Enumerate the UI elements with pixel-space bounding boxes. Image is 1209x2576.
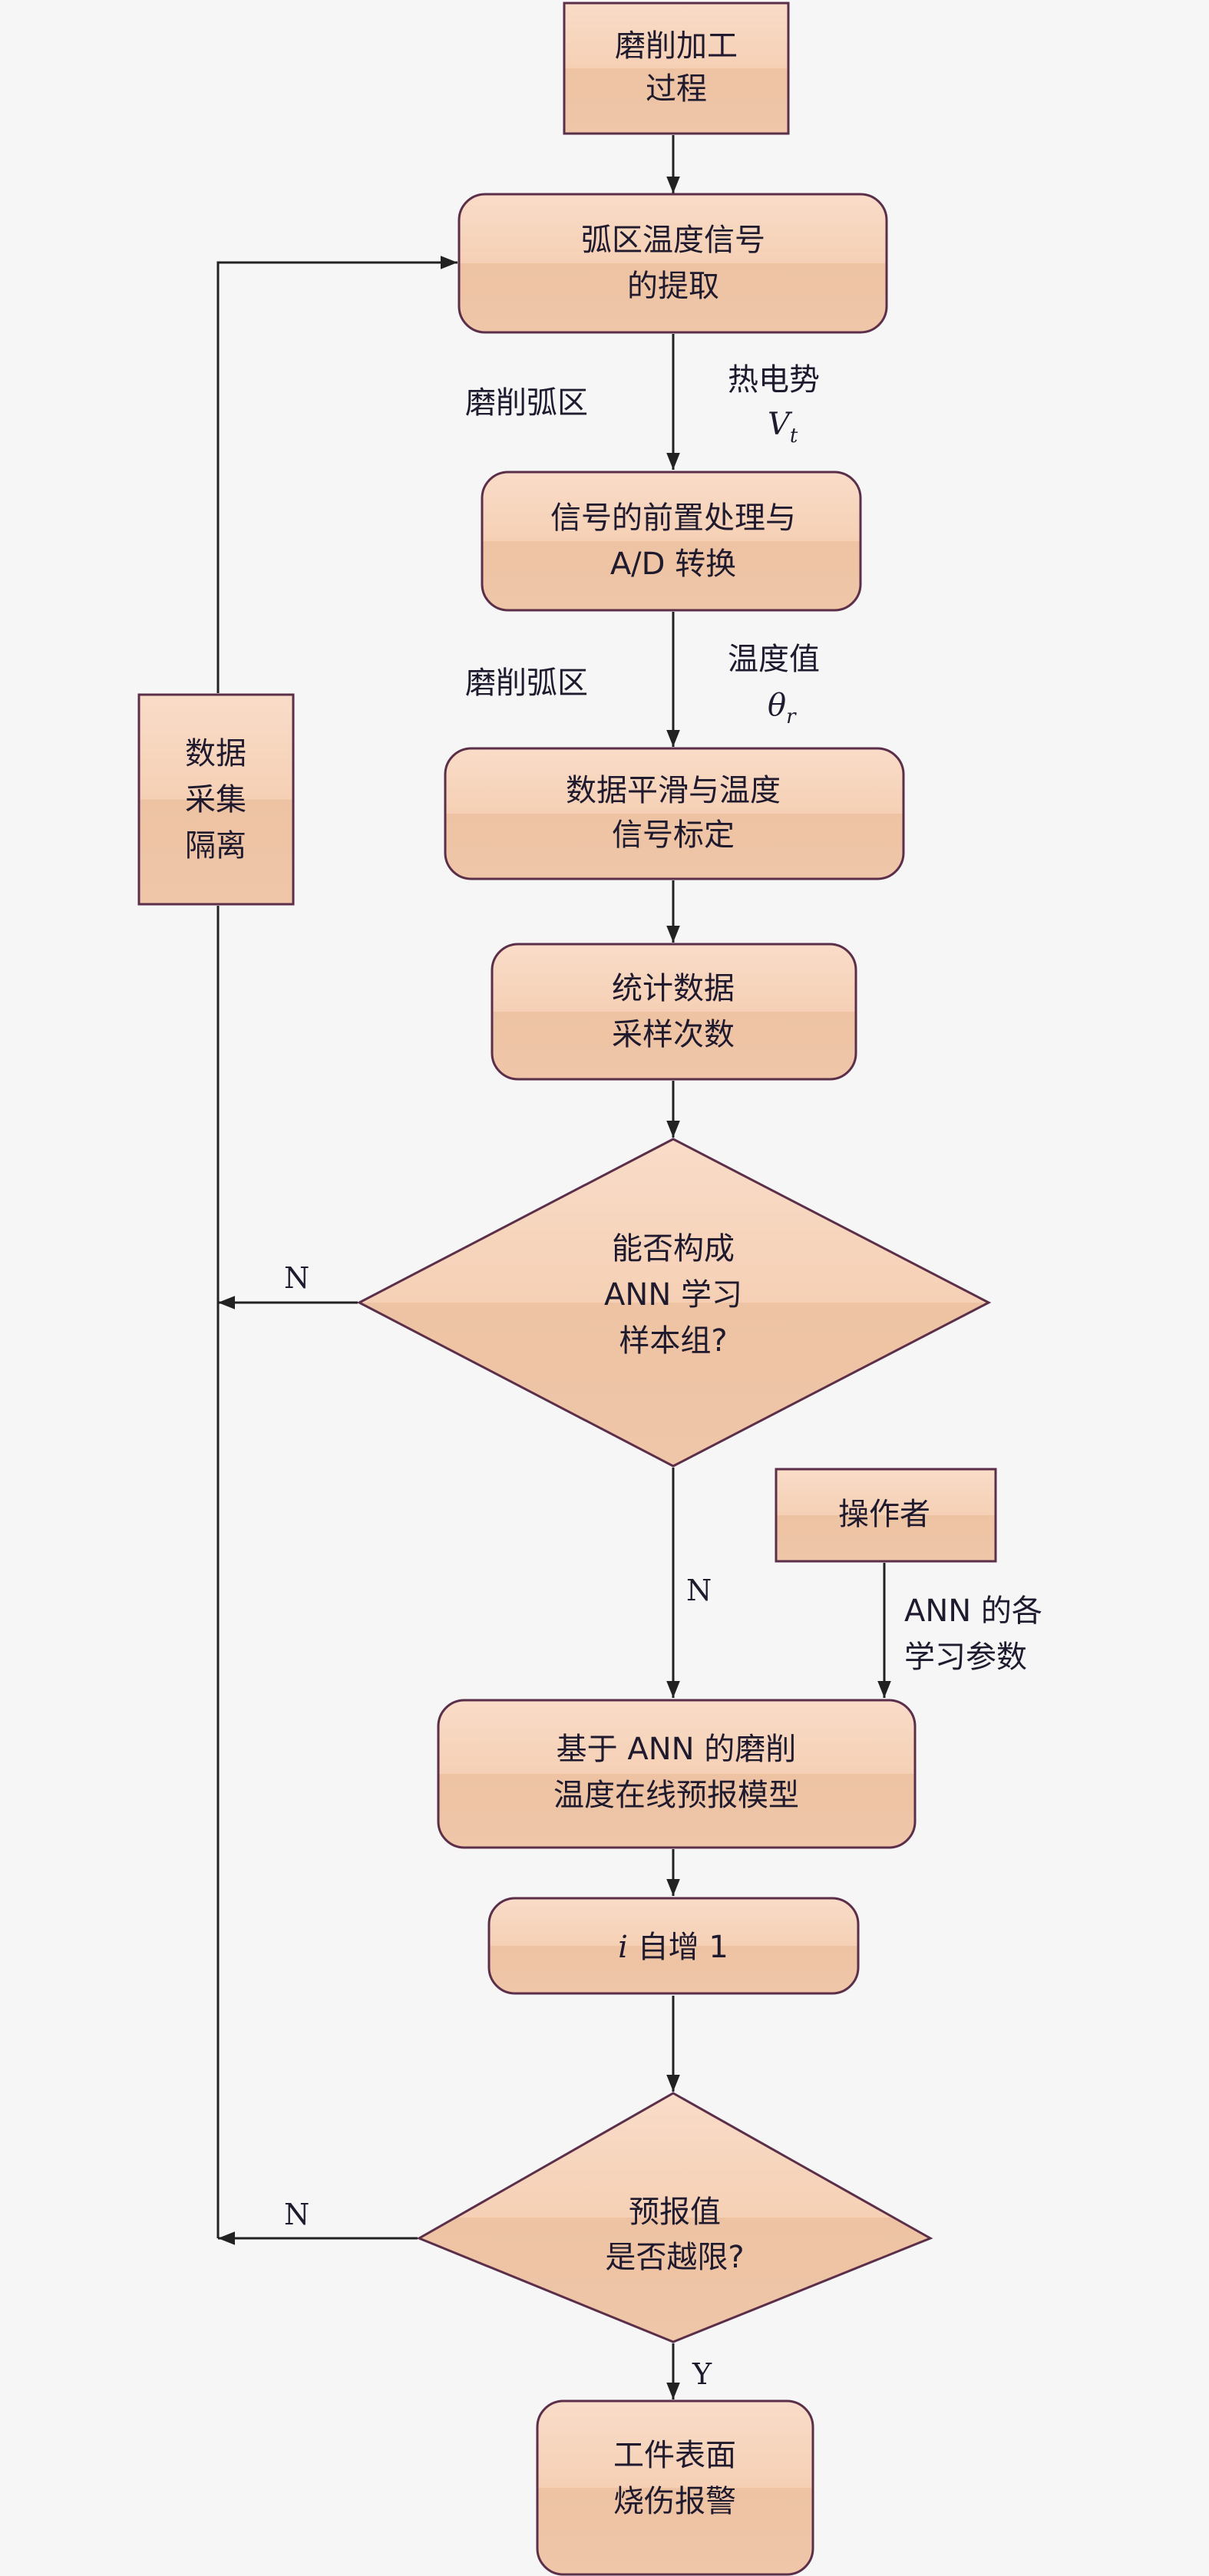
node-statistics-line-2: 采样次数 — [612, 1017, 735, 1052]
node-preprocess-line-1: 信号的前置处理与 — [550, 500, 796, 536]
node-ann-model-line-1: 基于 ANN 的磨削 — [557, 1732, 797, 1767]
label-vt: Vt — [768, 407, 798, 447]
label-theta: θr — [768, 688, 797, 728]
decision-samples-line-1: 能否构成 — [612, 1231, 735, 1267]
node-grinding-process: 磨削加工 过程 — [563, 2, 790, 135]
node-grinding-process-line-1: 磨削加工 — [615, 28, 738, 64]
decision-limit-line-1: 预报值 — [629, 2195, 721, 2230]
loop-back-top-line — [216, 256, 458, 693]
decision-samples-line-3: 样本组? — [619, 1323, 727, 1359]
node-isolation-line-1: 数据 — [185, 736, 246, 771]
label-yes-decision-limit: Y — [692, 2357, 712, 2391]
node-smoothing-line-1: 数据平滑与温度 — [566, 773, 781, 808]
decision-samples-line-2: ANN 学习 — [604, 1277, 742, 1313]
node-ann-model-line-2: 温度在线预报模型 — [553, 1778, 799, 1813]
decision-limit-line-2: 是否越限? — [605, 2240, 744, 2275]
node-increment-label: i 自增 1 — [618, 1930, 728, 1965]
node-ann-model: 基于 ANN 的磨削 温度在线预报模型 — [437, 1699, 917, 1849]
label-thermo-emf: 热电势 — [728, 362, 820, 398]
node-extract-signal-line-2: 的提取 — [627, 269, 719, 304]
label-ann-params-line-2: 学习参数 — [904, 1640, 1027, 1675]
node-smoothing-line-2: 信号标定 — [612, 817, 735, 853]
node-statistics: 统计数据 采样次数 — [491, 943, 857, 1081]
decision-limit: 预报值 是否越限? — [416, 2092, 933, 2343]
node-grinding-process-line-2: 过程 — [646, 71, 707, 107]
connectors — [216, 135, 891, 2399]
label-no-decision-samples: N — [284, 1261, 309, 1295]
label-no-decision-limit: N — [284, 2198, 309, 2231]
node-isolation: 数据 采集 隔离 — [137, 693, 295, 906]
node-alarm: 工件表面 烧伤报警 — [536, 2399, 814, 2576]
node-operator: 操作者 — [775, 1468, 997, 1563]
label-no-to-ann: N — [686, 1574, 712, 1607]
node-operator-label: 操作者 — [838, 1497, 930, 1532]
node-preprocess-line-2: A/D 转换 — [610, 547, 736, 582]
node-preprocess: 信号的前置处理与 A/D 转换 — [481, 471, 862, 612]
node-isolation-line-2: 采集 — [185, 782, 246, 817]
node-increment-text: 自增 1 — [628, 1930, 728, 1965]
label-arc-zone-2: 磨削弧区 — [465, 665, 588, 701]
node-alarm-line-2: 烧伤报警 — [613, 2484, 736, 2519]
node-extract-signal-line-1: 弧区温度信号 — [581, 223, 765, 258]
node-increment-var: i — [618, 1930, 628, 1965]
label-theta-main: θ — [768, 688, 786, 723]
label-ann-params-line-1: ANN 的各 — [904, 1593, 1042, 1629]
node-statistics-line-1: 统计数据 — [612, 971, 735, 1006]
node-extract-signal: 弧区温度信号 的提取 — [458, 193, 888, 334]
label-theta-sub: r — [786, 705, 797, 728]
label-arc-zone-1: 磨削弧区 — [465, 385, 588, 421]
node-isolation-line-3: 隔离 — [185, 828, 246, 864]
node-alarm-line-1: 工件表面 — [613, 2438, 736, 2473]
decision-samples: 能否构成 ANN 学习 样本组? — [356, 1138, 992, 1468]
label-temp-value: 温度值 — [728, 642, 820, 677]
node-increment: i 自增 1 — [487, 1897, 860, 1995]
label-vt-sub: t — [790, 424, 798, 447]
label-vt-main: V — [768, 407, 793, 442]
node-smoothing: 数据平滑与温度 信号标定 — [444, 747, 905, 880]
